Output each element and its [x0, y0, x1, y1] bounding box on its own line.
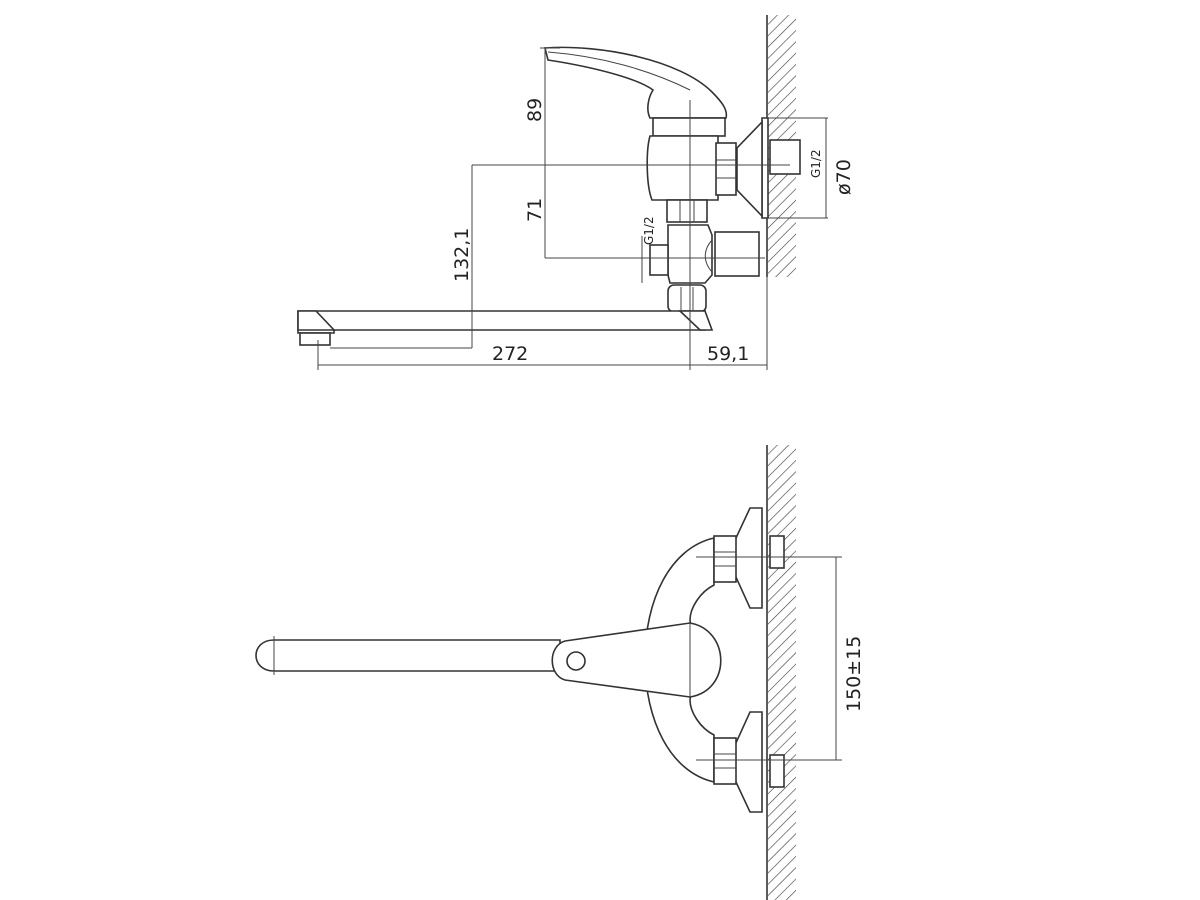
dimension-lines-bottom: [696, 556, 842, 761]
escutcheons: [734, 507, 785, 813]
thread-label-side: G1/2: [642, 216, 656, 245]
mixer-body: [646, 117, 737, 223]
lever-handle: [543, 46, 728, 119]
side-view: 89 71 132,1 272 59,1 ø70 G1/2 G1/2: [297, 15, 855, 370]
plan-lever: [255, 622, 722, 698]
dim-inlet-spacing: 150±15: [843, 636, 865, 712]
dim-flange-diameter: ø70: [833, 159, 855, 195]
center-lines-top: [630, 100, 765, 370]
dimension-lines-top: [317, 47, 827, 370]
diverter-tee: [641, 224, 760, 313]
dim-spout-length: 272: [492, 343, 528, 365]
dim-axis-to-outlet: 71: [524, 198, 546, 222]
spout: [297, 310, 714, 346]
thread-label-wall: G1/2: [809, 149, 823, 178]
dim-wall-offset: 59,1: [707, 343, 749, 365]
wall-flange: [736, 117, 828, 219]
dim-handle-height: 89: [524, 98, 546, 122]
plan-view: 150±15: [255, 445, 865, 900]
wall-bottom: [766, 445, 796, 900]
dim-spout-height: 132,1: [451, 228, 473, 282]
